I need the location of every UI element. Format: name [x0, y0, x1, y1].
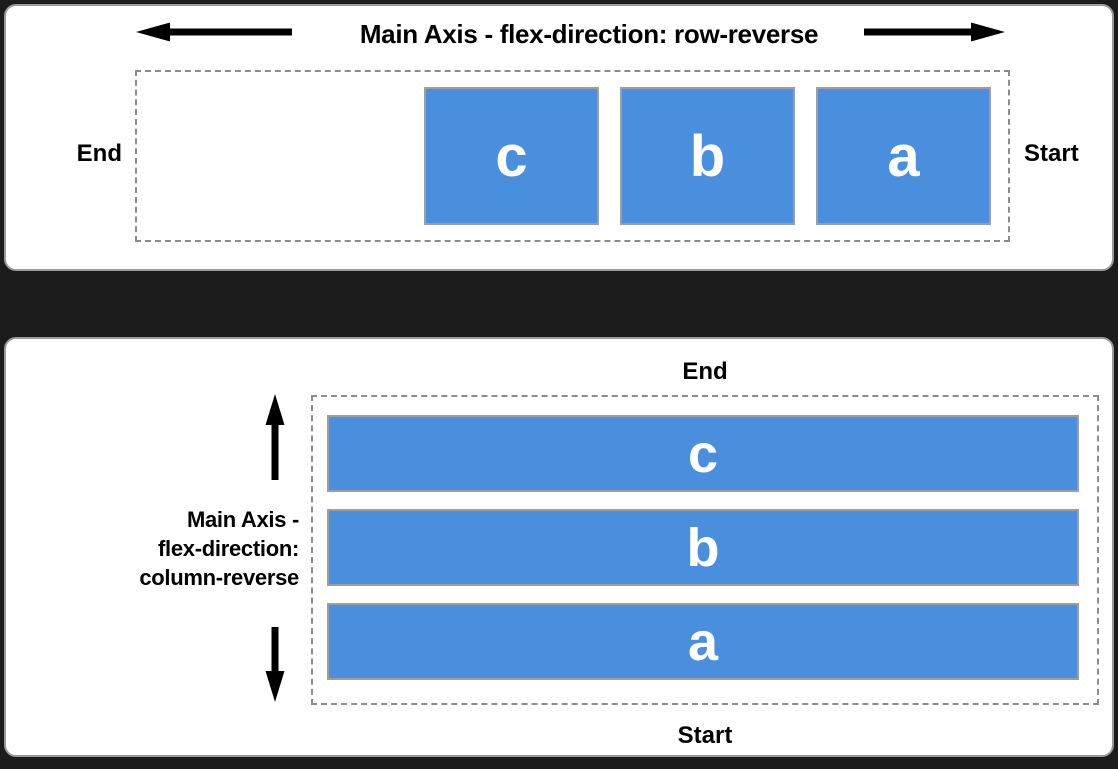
main-axis-start-label: Start — [677, 722, 733, 749]
flex-item-a: a — [816, 87, 991, 225]
main-axis-left-arrow-icon — [136, 22, 292, 42]
flex-item-b: b — [327, 509, 1079, 586]
main-axis-start-label: Start — [1024, 140, 1079, 167]
flex-container-row-reverse: a b c — [135, 70, 1010, 242]
flex-item-a: a — [327, 603, 1079, 680]
main-axis-up-arrow-icon — [265, 394, 285, 480]
main-axis-right-arrow-icon — [864, 22, 1005, 42]
axis-title-line-2: flex-direction: — [158, 536, 299, 561]
flex-item-c: c — [327, 415, 1079, 492]
flex-item-c: c — [424, 87, 599, 225]
row-reverse-diagram-panel: Main Axis - flex-direction: row-reverse … — [4, 4, 1114, 271]
main-axis-end-label: End — [682, 358, 728, 385]
flex-item-b: b — [620, 87, 795, 225]
axis-title-line-3: column-reverse — [139, 565, 299, 590]
main-axis-title-row-reverse: Main Axis - flex-direction: row-reverse — [359, 19, 819, 49]
main-axis-end-label: End — [76, 140, 122, 167]
axis-title-line-1: Main Axis - — [186, 507, 299, 532]
column-reverse-diagram-panel: End Main Axis - flex-direction: column-r… — [4, 337, 1114, 757]
main-axis-down-arrow-icon — [265, 627, 285, 702]
main-axis-title-column-reverse: Main Axis - flex-direction: column-rever… — [102, 505, 299, 592]
flex-container-column-reverse: a b c — [311, 395, 1099, 705]
